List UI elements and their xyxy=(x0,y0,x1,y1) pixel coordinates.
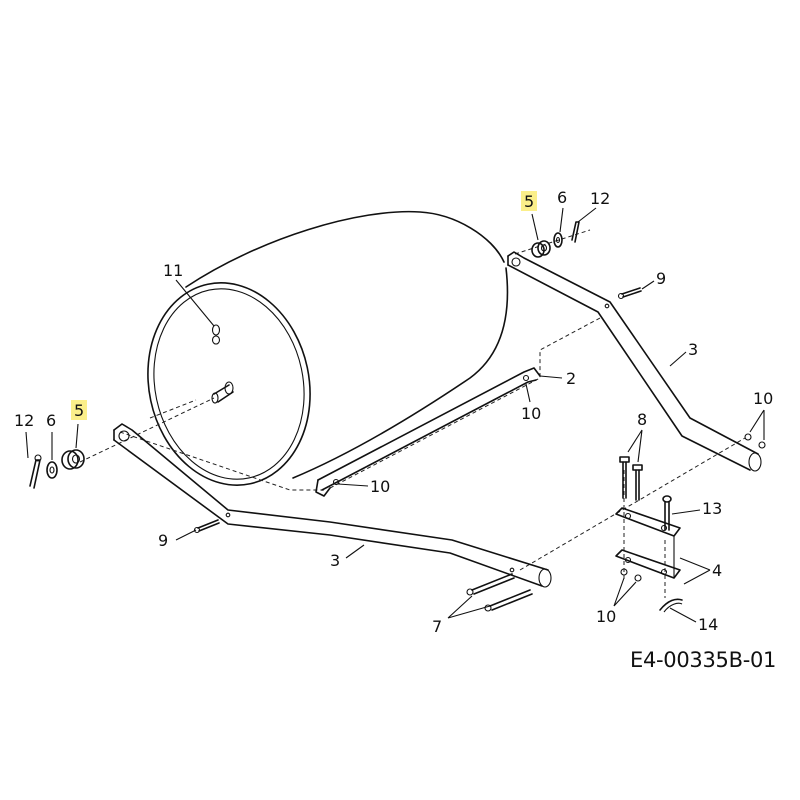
label-9-left: 9 xyxy=(158,531,168,550)
label-6-right: 6 xyxy=(557,188,567,207)
label-6-left: 6 xyxy=(46,411,56,430)
label-10-bar-bottom: 10 xyxy=(370,477,390,496)
label-3-left: 3 xyxy=(330,551,340,570)
pin-13 xyxy=(662,495,672,531)
label-7: 7 xyxy=(432,617,442,636)
label-14: 14 xyxy=(698,615,718,634)
handle-bar-left xyxy=(113,423,552,588)
bolt-9-left xyxy=(193,519,220,534)
label-11: 11 xyxy=(163,261,183,280)
label-4: 4 xyxy=(712,561,722,580)
highlight-left-5 xyxy=(71,400,87,420)
label-8: 8 xyxy=(637,410,647,429)
label-10-right-end: 10 xyxy=(753,389,773,408)
left-axle-hardware xyxy=(29,449,85,489)
label-2: 2 xyxy=(566,369,576,388)
callout-labels: 11 12 6 5 5 6 12 9 3 2 10 10 8 13 4 10 1… xyxy=(14,188,773,636)
nuts-10 xyxy=(620,433,766,582)
cross-brace xyxy=(315,367,541,497)
label-5-right: 5 xyxy=(524,192,534,211)
label-12-left: 12 xyxy=(14,411,34,430)
label-9-right: 9 xyxy=(656,269,666,288)
hitch-bracket xyxy=(615,507,681,579)
bolts-7 xyxy=(466,573,533,612)
right-axle-hardware xyxy=(531,221,580,258)
roller-drum xyxy=(147,210,509,486)
label-5-left: 5 xyxy=(74,401,84,420)
label-12-right: 12 xyxy=(590,189,610,208)
handle-bar-right xyxy=(507,251,762,472)
bolt-9-right xyxy=(617,287,642,300)
bolts-8 xyxy=(619,456,643,501)
assembly-hidden-lines xyxy=(79,229,746,598)
label-10-bracket-bottom: 10 xyxy=(596,607,616,626)
label-13: 13 xyxy=(702,499,722,518)
leader-lines xyxy=(25,207,765,623)
label-3-right: 3 xyxy=(688,340,698,359)
highlight-right-5 xyxy=(521,191,537,211)
label-10-bracket-top: 10 xyxy=(521,404,541,423)
hair-pin-clip-14 xyxy=(659,598,683,613)
drawing-code: E4-00335B-01 xyxy=(630,648,777,672)
